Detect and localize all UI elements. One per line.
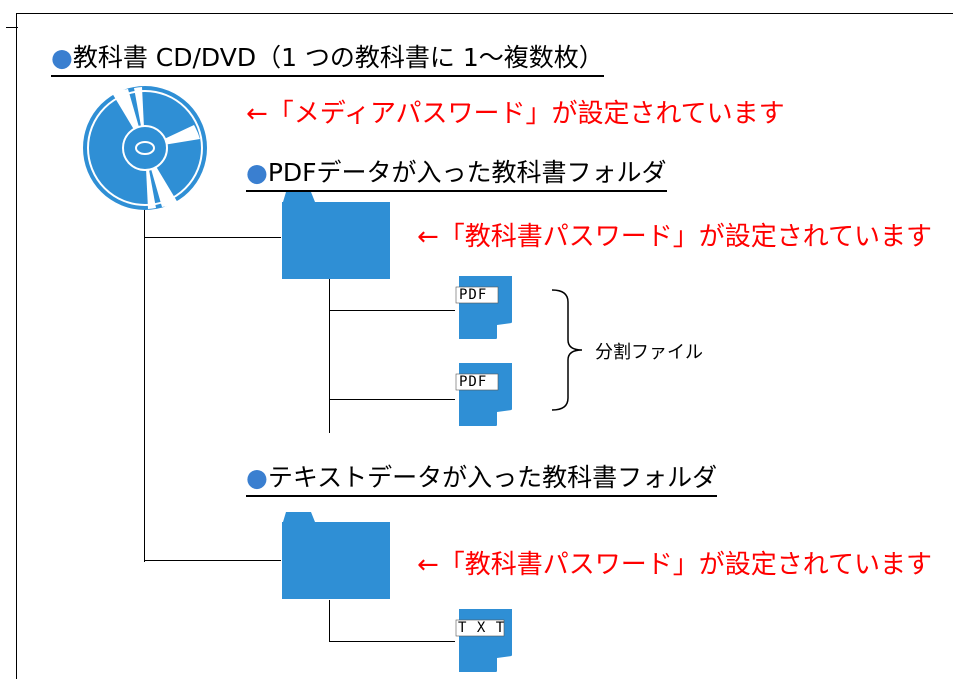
folder-icon — [282, 512, 390, 599]
connector-to-pdf-file-2 — [329, 399, 455, 400]
connector-to-txt-file — [329, 641, 455, 642]
note-pdf-folder-password: ←「教科書パスワード」が設定されています — [417, 222, 933, 252]
frame-tick — [6, 27, 18, 28]
connector-pdf-folder-vertical — [329, 276, 330, 433]
disc-icon — [83, 86, 207, 210]
txt-file-icon — [455, 609, 513, 673]
bullet-icon: ● — [246, 463, 268, 492]
connector-txt-folder-vertical — [329, 600, 330, 642]
pdf-file-1-label: PDF — [459, 287, 488, 303]
split-files-label: 分割ファイル — [595, 342, 703, 363]
brace-icon — [551, 289, 583, 411]
heading-pdf-text: PDFデータが入った教科書フォルダ — [267, 158, 667, 187]
heading-disc: ●教科書 CD/DVD（1 つの教科書に 1～複数枚） — [51, 43, 604, 77]
heading-txt-text: テキストデータが入った教科書フォルダ — [267, 463, 718, 492]
heading-pdf-folder: ●PDFデータが入った教科書フォルダ — [246, 158, 667, 192]
txt-file-label: T X T — [458, 620, 506, 636]
note-txt-folder-password: ←「教科書パスワード」が設定されています — [417, 550, 933, 580]
connector-to-txt-folder — [144, 560, 281, 561]
connector-to-pdf-folder — [144, 237, 281, 238]
connector-to-pdf-file-1 — [329, 310, 455, 311]
bullet-icon: ● — [246, 158, 268, 187]
bullet-icon: ● — [51, 43, 73, 72]
connector-disc-vertical — [144, 185, 145, 562]
heading-disc-text: 教科書 CD/DVD（1 つの教科書に 1～複数枚） — [72, 43, 604, 72]
pdf-file-2-label: PDF — [459, 374, 488, 390]
heading-txt-folder: ●テキストデータが入った教科書フォルダ — [246, 463, 718, 497]
frame-left — [16, 13, 17, 679]
note-media-password: ←「メディアパスワード」が設定されています — [246, 99, 785, 129]
frame-top — [16, 13, 953, 14]
pdf-file-icon — [455, 276, 513, 340]
folder-icon — [282, 192, 390, 279]
pdf-file-icon — [455, 363, 513, 427]
